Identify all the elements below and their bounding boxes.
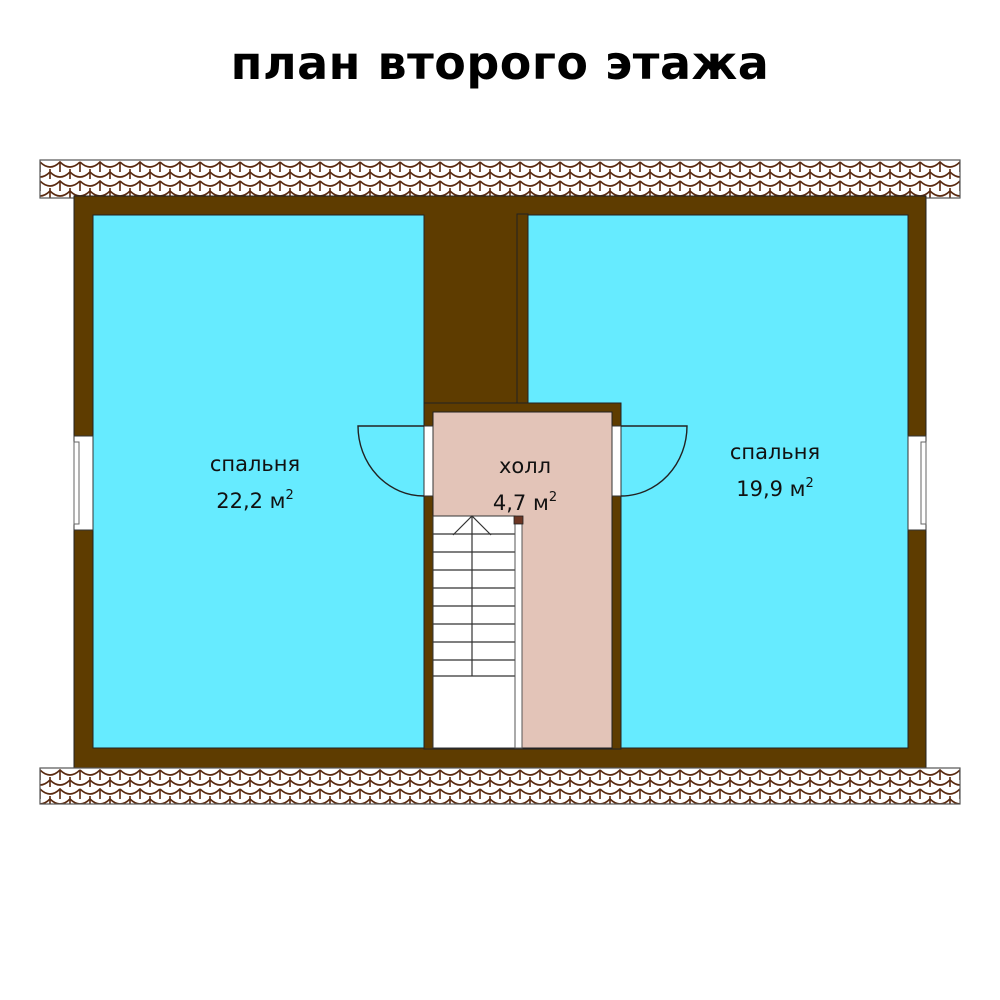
- label-hall: холл 4,7 м2: [440, 450, 610, 519]
- divider-wall: [516, 213, 529, 405]
- room-area: 4,7 м2: [492, 490, 558, 515]
- stair-direction-arrow-icon: [452, 515, 492, 536]
- room-area: 19,9 м2: [736, 476, 814, 501]
- room-name: спальня: [209, 452, 301, 476]
- window-right: [907, 435, 927, 531]
- door-right[interactable]: [611, 425, 688, 497]
- handrail: [514, 521, 523, 749]
- room-name: спальня: [729, 440, 821, 464]
- window-left: [73, 435, 94, 531]
- roof-strip-top: [39, 159, 961, 199]
- room-name: холл: [498, 454, 552, 478]
- room-area: 22,2 м2: [216, 488, 294, 513]
- label-bedroom-left: спальня 22,2 м2: [170, 448, 340, 517]
- page-title: план второго этажа: [230, 36, 770, 90]
- newel-post: [513, 515, 524, 525]
- roof-strip-bottom: [39, 767, 961, 805]
- label-bedroom-right: спальня 19,9 м2: [690, 436, 860, 505]
- room-bedroom-left[interactable]: [92, 214, 425, 749]
- staircase: [432, 515, 524, 749]
- door-left[interactable]: [357, 425, 434, 497]
